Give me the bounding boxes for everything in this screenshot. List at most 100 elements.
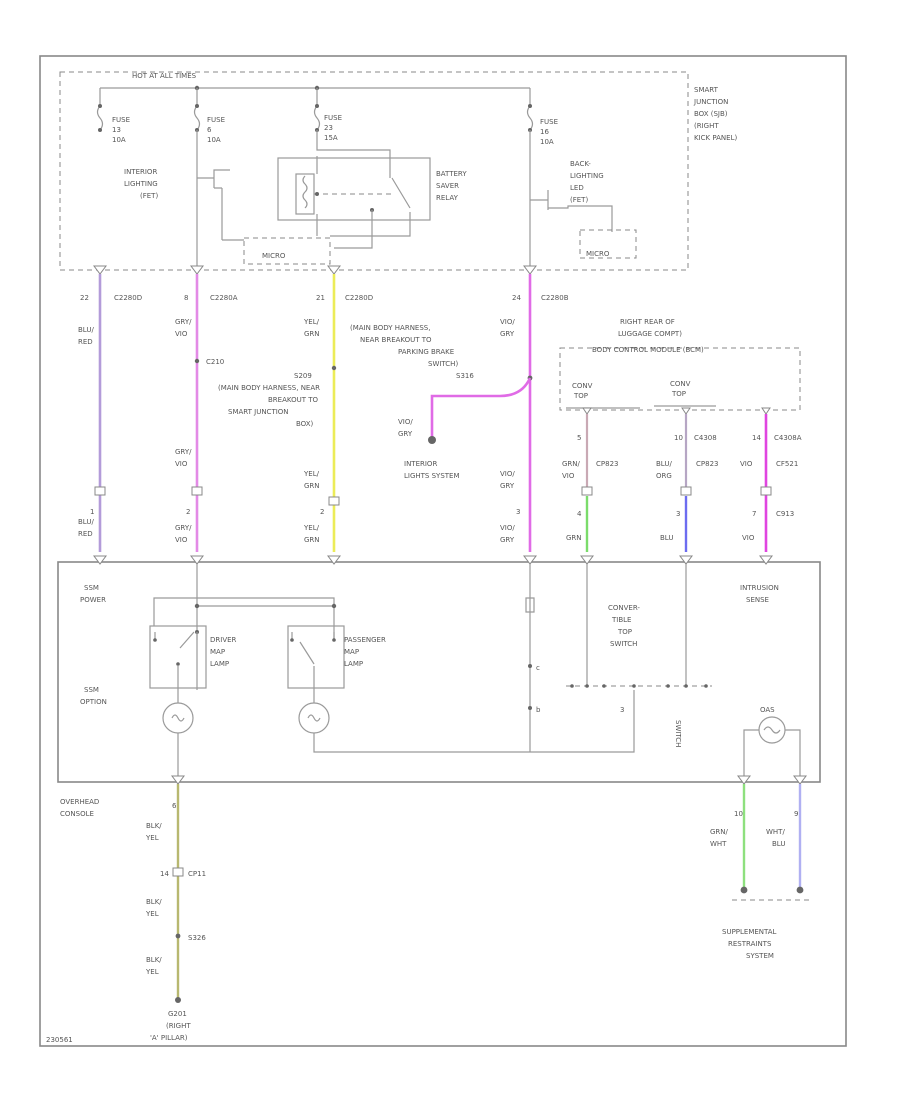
svg-text:10A: 10A xyxy=(207,136,221,144)
svg-text:13: 13 xyxy=(112,126,121,134)
passenger-map-label: PASSENGER MAP LAMP xyxy=(344,636,386,668)
wire-label-w7: BLU/ ORG CP823 xyxy=(656,460,718,480)
svg-text:5: 5 xyxy=(577,434,581,442)
pin-label: 10 xyxy=(734,810,743,818)
svg-text:JUNCTION: JUNCTION xyxy=(693,98,728,106)
svg-text:10A: 10A xyxy=(540,138,554,146)
hot-at-all-times-label: HOT AT ALL TIMES xyxy=(132,72,197,80)
svg-text:TOP: TOP xyxy=(573,392,588,400)
svg-text:INTERIOR: INTERIOR xyxy=(404,460,437,468)
connector-c4: 24 C2280B xyxy=(512,294,569,302)
wire-label-w8: VIO CF521 xyxy=(740,460,798,468)
svg-text:GRN: GRN xyxy=(304,482,320,490)
svg-text:RELAY: RELAY xyxy=(436,194,459,202)
svg-text:MAP: MAP xyxy=(344,648,359,656)
passenger-map-switch xyxy=(291,632,335,690)
interior-lights-endpoint xyxy=(428,436,436,444)
svg-text:BLU/: BLU/ xyxy=(78,326,94,334)
svg-text:FUSE: FUSE xyxy=(207,116,225,124)
srs-endpoint xyxy=(740,886,748,894)
interior-lighting-label: LIGHTING xyxy=(124,180,158,188)
svg-text:S316: S316 xyxy=(456,372,474,380)
svg-text:CF521: CF521 xyxy=(776,460,798,468)
bcm-conv1: CONV TOP xyxy=(566,382,640,409)
pin-label: 7 xyxy=(752,510,756,518)
wire-label-w3b: YEL/ GRN xyxy=(303,470,320,490)
svg-text:G201: G201 xyxy=(168,1010,187,1018)
svg-text:YEL: YEL xyxy=(145,910,159,918)
ssm-power-label: SSM POWER xyxy=(80,584,106,604)
fuse-16: FUSE 16 10A xyxy=(526,88,558,146)
svg-text:FUSE: FUSE xyxy=(540,118,558,126)
svg-text:SAVER: SAVER xyxy=(436,182,459,190)
inline-connector xyxy=(328,496,340,506)
svg-text:YEL/: YEL/ xyxy=(303,470,320,478)
svg-text:LIGHTS SYSTEM: LIGHTS SYSTEM xyxy=(404,472,460,480)
svg-text:GRN/: GRN/ xyxy=(710,828,729,836)
svg-text:GRY: GRY xyxy=(398,430,413,438)
diagram-id: 230561 xyxy=(46,1036,73,1044)
micro2-label: MICRO xyxy=(586,250,610,258)
svg-text:PARKING BRAKE: PARKING BRAKE xyxy=(398,348,454,356)
svg-text:RED: RED xyxy=(78,530,93,538)
backlighting-fet xyxy=(529,130,613,266)
svg-text:VIO: VIO xyxy=(175,330,188,338)
wire-label-w5: BLK/ YEL xyxy=(145,822,162,842)
driver-map-lamp-bulb xyxy=(162,702,194,734)
interior-lights-label: INTERIOR LIGHTS SYSTEM xyxy=(404,460,460,480)
splice-s209-label: S209 (MAIN BODY HARNESS, NEAR BREAKOUT T… xyxy=(218,372,320,428)
fuse-6: FUSE 6 10A xyxy=(193,88,225,144)
wire-label-w2c: GRY/ VIO xyxy=(175,524,192,544)
svg-text:BOX (SJB): BOX (SJB) xyxy=(694,110,728,118)
console-bottom-terminals xyxy=(171,775,807,785)
wire-label-w3c: YEL/ GRN xyxy=(303,524,320,544)
pin-c: c xyxy=(536,664,540,672)
micro-box xyxy=(243,237,331,265)
svg-text:CP823: CP823 xyxy=(696,460,718,468)
srs-label: SUPPLEMENTAL RESTRAINTS SYSTEM xyxy=(722,928,777,960)
connector-c913: C913 xyxy=(776,510,794,518)
wire-label-w4b: VIO/ GRY xyxy=(500,470,515,490)
diagram-frame xyxy=(39,55,847,1047)
svg-text:VIO: VIO xyxy=(175,460,188,468)
svg-text:C4308A: C4308A xyxy=(774,434,802,442)
interior-lighting-fet xyxy=(196,130,230,266)
svg-text:SSM: SSM xyxy=(84,584,99,592)
svg-text:(RIGHT: (RIGHT xyxy=(166,1022,191,1030)
svg-text:S209: S209 xyxy=(294,372,312,380)
svg-text:BLU/: BLU/ xyxy=(78,518,94,526)
connector-cp11: CP11 xyxy=(188,870,206,878)
sjb-label: SMART JUNCTION BOX (SJB) (RIGHT KICK PAN… xyxy=(693,86,737,142)
wire-label-w10: BLU xyxy=(660,534,673,542)
svg-text:RESTRAINTS: RESTRAINTS xyxy=(728,940,772,948)
map-node xyxy=(331,603,337,609)
wire-label-w4c: VIO/ GRY xyxy=(500,524,515,544)
svg-text:10A: 10A xyxy=(112,136,126,144)
svg-text:SSM: SSM xyxy=(84,686,99,694)
relay-coil-winding xyxy=(302,175,308,209)
svg-text:GRN: GRN xyxy=(304,536,320,544)
micro-label: MICRO xyxy=(262,252,286,260)
connector-c3: 21 C2280D xyxy=(316,294,373,302)
svg-text:MAP: MAP xyxy=(210,648,225,656)
pin-label: 14 xyxy=(160,870,169,878)
wire-label-w11: GRN/ WHT xyxy=(710,828,729,848)
battery-saver-relay-box xyxy=(277,157,431,221)
svg-text:15A: 15A xyxy=(324,134,338,142)
pin-label: 6 xyxy=(172,802,177,810)
relay-contact xyxy=(316,130,411,237)
svg-text:CONV: CONV xyxy=(670,380,691,388)
fuse-23: FUSE 23 15A xyxy=(313,88,342,142)
lamp-ground-bus xyxy=(177,690,635,790)
svg-text:GRY/: GRY/ xyxy=(175,448,192,456)
pin-label: 2 xyxy=(320,508,324,516)
console-terminals xyxy=(93,555,773,565)
svg-text:NEAR BREAKOUT TO: NEAR BREAKOUT TO xyxy=(360,336,432,344)
svg-text:C4308: C4308 xyxy=(694,434,717,442)
svg-text:GRY/: GRY/ xyxy=(175,524,192,532)
pin-label: 3 xyxy=(676,510,680,518)
svg-text:GRN/: GRN/ xyxy=(562,460,581,468)
switch-vertical-label: SWITCH xyxy=(674,720,682,747)
driver-map-switch xyxy=(154,631,198,690)
